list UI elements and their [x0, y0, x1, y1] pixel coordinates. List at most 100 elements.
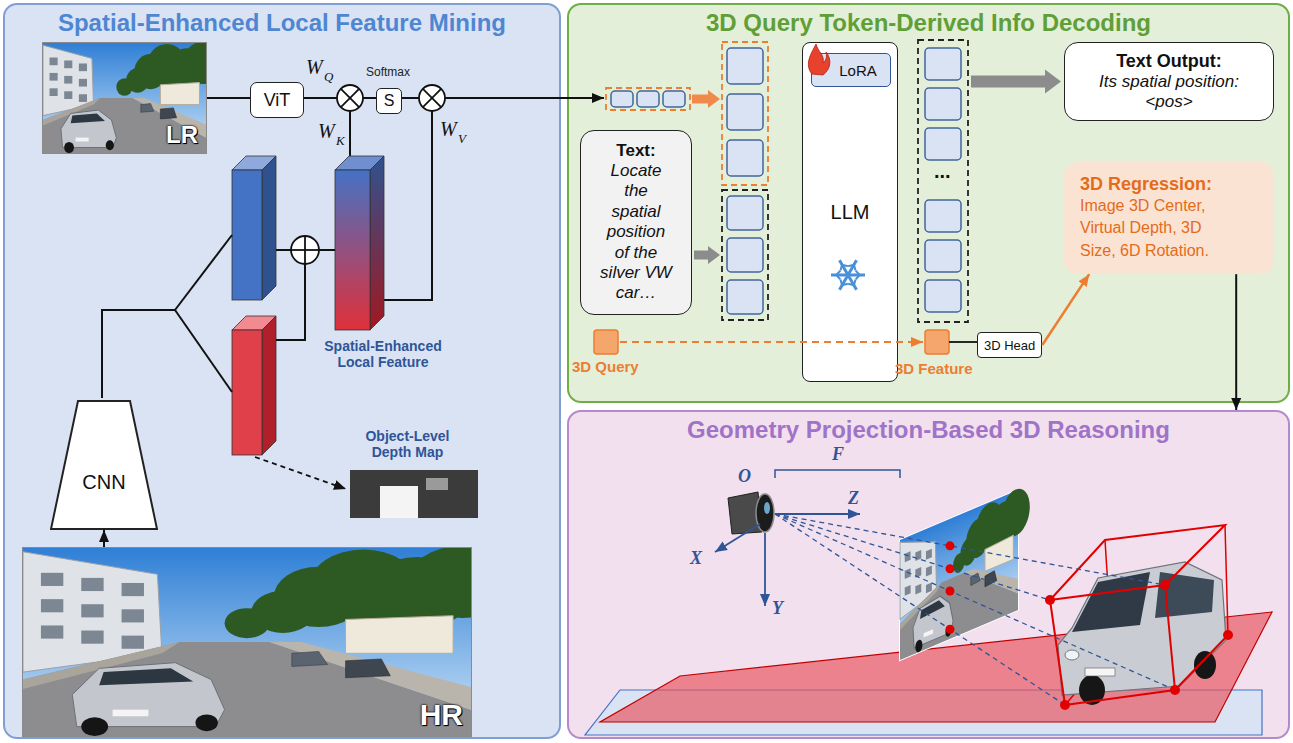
multiply-symbol: [419, 85, 445, 111]
window: [905, 568, 911, 579]
car-window: [1155, 572, 1214, 618]
node-title: Text Output:: [1116, 51, 1222, 72]
token-square: [727, 140, 763, 176]
window: [122, 609, 144, 622]
projection-ray: [775, 514, 1050, 600]
illustration: [102, 40, 1272, 735]
query-token: [594, 330, 618, 354]
op-label: Softmax: [366, 66, 410, 80]
tree: [966, 514, 990, 562]
block-arrow: [694, 246, 720, 264]
token-label: 3D Feature: [895, 360, 973, 377]
road-plane: [600, 612, 1272, 722]
flow-arrow: [445, 97, 604, 99]
image-plane-frame: [899, 489, 1019, 662]
wire: [102, 310, 175, 398]
encoder-box: ViT: [250, 82, 304, 118]
box-edge: [1050, 600, 1065, 705]
window: [122, 636, 144, 649]
road: [43, 98, 206, 153]
node-body: Its spatial position: <pos>: [1075, 72, 1263, 112]
window: [64, 76, 72, 84]
car-wheel: [1194, 651, 1216, 679]
node-title: 3D Regression:: [1080, 174, 1212, 195]
photo: [23, 548, 471, 736]
token-square: [727, 48, 763, 84]
feature-block: [262, 156, 276, 300]
depth-map: [350, 470, 478, 518]
feature-block: [232, 330, 262, 455]
token-column: [722, 42, 768, 185]
window: [81, 604, 103, 617]
token-group: [606, 88, 690, 110]
multiply-symbol: [337, 85, 363, 111]
car-wheel: [1079, 675, 1105, 705]
projected-point: [946, 587, 955, 596]
corner-point: [1170, 685, 1180, 695]
weight-symbol: W: [306, 56, 323, 79]
regression-box: 3D Regression:Image 3D Center, Virtual D…: [1064, 162, 1274, 274]
panel-title: Geometry Projection-Based 3D Reasoning: [687, 416, 1170, 444]
axis: [715, 524, 760, 552]
weight-subscript: K: [336, 134, 345, 149]
car-window: [1072, 572, 1150, 632]
camera-lens: [756, 494, 774, 532]
flame-icon: [808, 44, 829, 75]
token-square: [611, 91, 633, 107]
connector: [103, 530, 105, 547]
axis-label: O: [738, 466, 751, 487]
car-light: [1065, 650, 1079, 660]
corner-point: [1045, 595, 1055, 605]
node-title: HR: [420, 698, 471, 736]
multiply-cross: [423, 89, 441, 107]
weight-symbol: W: [318, 120, 335, 143]
sky: [900, 490, 1018, 660]
axis: [764, 533, 766, 606]
tree: [953, 551, 965, 575]
wire: [175, 310, 232, 392]
snowflake: [836, 271, 840, 279]
node-title: S: [384, 92, 395, 110]
wire: [319, 249, 335, 251]
token-square: [727, 196, 763, 230]
sidewalk: [965, 550, 1018, 616]
feature-token: [925, 330, 949, 354]
connector: [1235, 274, 1237, 410]
window: [41, 599, 63, 612]
node-title: Text:: [616, 141, 655, 161]
corner-point: [1223, 630, 1233, 640]
token-square: [663, 91, 685, 107]
car-body: [1058, 562, 1226, 695]
tree: [990, 496, 1018, 554]
sky: [43, 43, 206, 153]
depth-object: [380, 486, 418, 518]
focal-bracket: [775, 470, 900, 478]
car-wheel: [195, 714, 217, 731]
road: [23, 642, 471, 736]
node-title: LoRA: [839, 62, 877, 79]
window: [81, 631, 103, 644]
image-plane: [899, 484, 1030, 662]
window: [64, 91, 72, 99]
projection-ray: [775, 514, 1175, 690]
corner-point: [1160, 580, 1170, 590]
weight-subscript: Q: [324, 70, 333, 85]
token-square: [727, 280, 763, 314]
trapezoid: [51, 401, 157, 529]
projection-ray: [775, 514, 1165, 585]
panel-title: Spatial-Enhanced Local Feature Mining: [58, 9, 506, 37]
car-wheel: [106, 140, 114, 150]
car-wheel: [64, 142, 74, 153]
panel-region: 3D Query Token-Derived Info DecodingText…: [567, 3, 1290, 403]
token-square: [925, 280, 961, 312]
token-square: [727, 238, 763, 272]
window: [79, 79, 87, 87]
snowflake: [840, 265, 847, 271]
image-full: HR: [22, 547, 472, 737]
far-car: [971, 572, 980, 586]
panel-title: 3D Query Token-Derived Info Decoding: [706, 9, 1151, 37]
car-window: [920, 598, 945, 619]
add-cross: [304, 236, 306, 264]
feature-label: Spatial-Enhanced Local Feature: [318, 338, 448, 370]
